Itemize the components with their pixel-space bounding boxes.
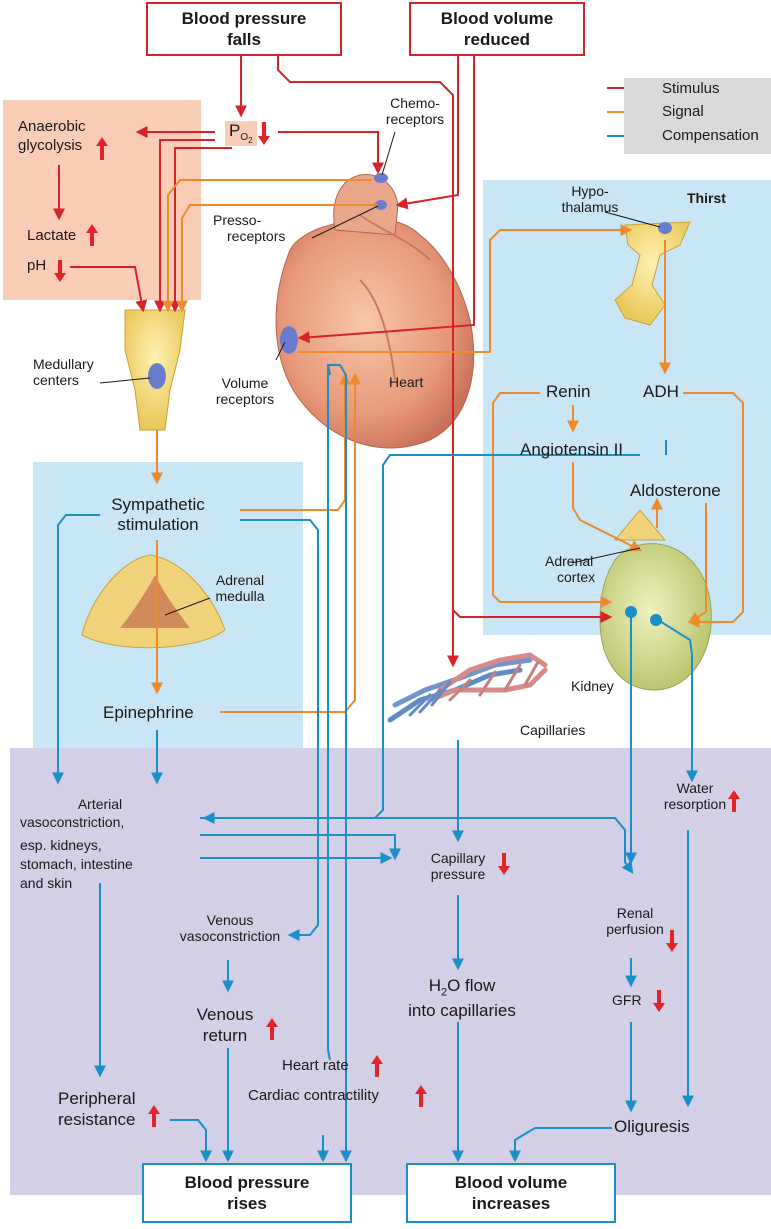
- po2-down-arrow: [258, 122, 270, 145]
- epinephrine-label: Epinephrine: [103, 703, 194, 723]
- capillaries-illustration: [390, 655, 545, 720]
- heart-label: Heart: [389, 374, 423, 390]
- chemoreceptors-label: Chemo-receptors: [380, 95, 450, 127]
- heart-rate-label: Heart rate: [282, 1057, 349, 1074]
- contractility-label: Cardiac contractility: [248, 1087, 379, 1104]
- gfr-label: GFR: [612, 992, 642, 1008]
- po2-label: PO2: [225, 121, 257, 146]
- heart-illustration: [276, 173, 474, 448]
- blood-pressure-falls-box: Blood pressure falls: [146, 2, 342, 56]
- chemoreceptor-dot: [374, 173, 388, 183]
- arterial-detail-label: vasoconstriction,esp. kidneys,stomach, i…: [20, 813, 133, 893]
- anaerobic-label: Anaerobic: [18, 118, 86, 135]
- h2o-flow-label: H2O flow into capillaries: [398, 975, 526, 1021]
- pressoreceptors-label: Presso-receptors: [213, 212, 285, 244]
- aldosterone-label: Aldosterone: [630, 481, 721, 501]
- blood-volume-reduced-box: Blood volume reduced: [409, 2, 585, 56]
- renin-label: Renin: [546, 382, 590, 402]
- kidney-label: Kidney: [571, 678, 614, 694]
- legend-signal: Signal: [662, 103, 704, 120]
- legend-stimulus: Stimulus: [662, 80, 720, 97]
- adh-label: ADH: [643, 382, 679, 402]
- blood-pressure-rises-box: Blood pressure rises: [142, 1163, 352, 1223]
- thirst-label: Thirst: [687, 190, 726, 206]
- lactate-label: Lactate: [27, 227, 76, 244]
- legend-compensation: Compensation: [662, 127, 759, 144]
- volume-receptor-dot: [280, 326, 298, 354]
- ph-label: pH: [27, 257, 46, 274]
- glycolysis-label: glycolysis: [18, 137, 82, 154]
- blood-volume-increases-box: Blood volume increases: [406, 1163, 616, 1223]
- hypothalamus-label: Hypo-thalamus: [560, 183, 620, 215]
- capillaries-label: Capillaries: [520, 722, 585, 738]
- medulla-illustration: [125, 310, 185, 430]
- oliguresis-label: Oliguresis: [614, 1117, 690, 1137]
- angiotensin-label: Angiotensin II: [520, 440, 623, 460]
- arterial-vasoconstriction-label: Arterial: [20, 795, 180, 813]
